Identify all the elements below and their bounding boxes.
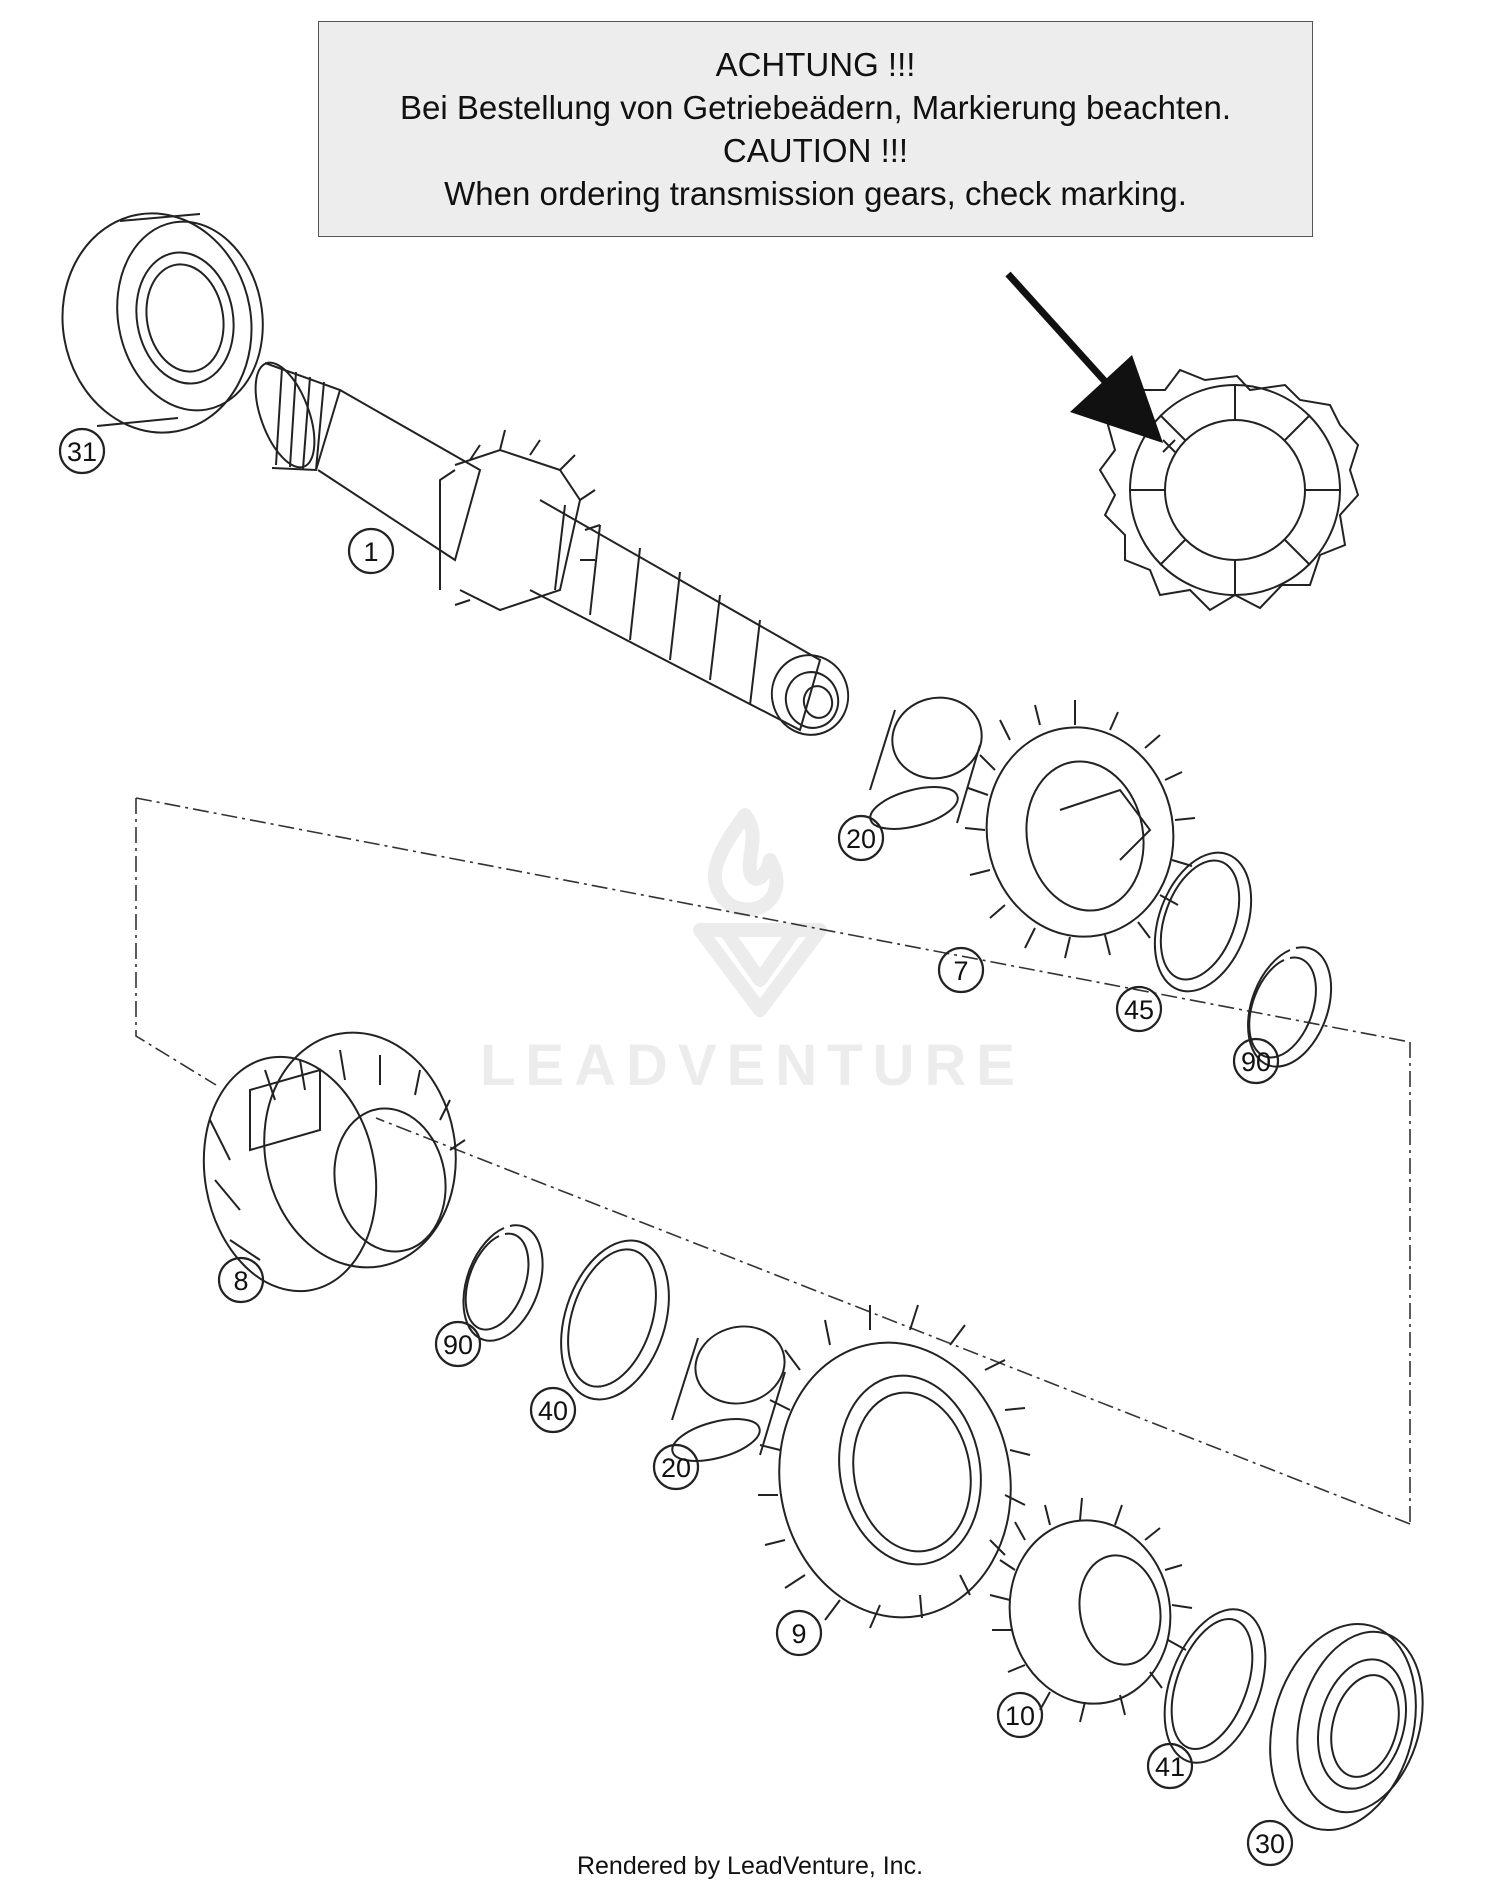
watermark-text: LEADVENTURE — [480, 1033, 1026, 1098]
callout-45: 45 — [1115, 985, 1163, 1033]
shaft-1 — [254, 361, 850, 736]
svg-text:1: 1 — [363, 537, 378, 567]
caution-line-caution: CAUTION !!! — [722, 132, 909, 169]
svg-text:41: 41 — [1155, 1752, 1185, 1782]
gear-9 — [758, 1304, 1031, 1629]
callout-9: 9 — [775, 1609, 823, 1657]
bearing-31 — [61, 212, 264, 434]
callout-20-lower: 20 — [652, 1443, 700, 1491]
assembly-outline-top — [135, 797, 1411, 1043]
watermark-logo-icon — [693, 808, 827, 1017]
gear-8 — [202, 1031, 466, 1293]
svg-text:90: 90 — [443, 1330, 473, 1360]
callout-7: 7 — [937, 946, 985, 994]
assembly-outline — [135, 798, 217, 1086]
callout-31: 31 — [58, 427, 106, 475]
callout-1: 1 — [347, 527, 395, 575]
callout-30: 30 — [1246, 1819, 1294, 1867]
washer-40 — [560, 1239, 670, 1401]
callout-41: 41 — [1146, 1742, 1194, 1790]
svg-text:9: 9 — [791, 1619, 806, 1649]
svg-text:40: 40 — [538, 1396, 568, 1426]
svg-text:30: 30 — [1255, 1829, 1285, 1859]
washer-45 — [1153, 851, 1253, 993]
svg-text:31: 31 — [67, 437, 97, 467]
svg-text:10: 10 — [1005, 1701, 1035, 1731]
marking-arrow-icon — [1005, 271, 1163, 443]
caution-line-achtung: ACHTUNG !!! — [715, 46, 916, 83]
caution-note: ACHTUNG !!! Bei Bestellung von Getriebeä… — [318, 21, 1313, 237]
washer-41 — [1163, 1608, 1267, 1764]
callout-90-upper: 90 — [1232, 1037, 1280, 1085]
bearing-30 — [1269, 1622, 1424, 1832]
bushing-20-lower — [671, 1325, 786, 1462]
callout-40: 40 — [529, 1386, 577, 1434]
svg-text:20: 20 — [661, 1453, 691, 1483]
caution-line-english: When ordering transmission gears, check … — [444, 175, 1187, 212]
callout-90-lower: 90 — [434, 1320, 482, 1368]
callout-10: 10 — [996, 1691, 1044, 1739]
circlip-90-lower — [462, 1224, 544, 1342]
svg-text:90: 90 — [1241, 1047, 1271, 1077]
gear-7 — [964, 700, 1196, 959]
svg-text:8: 8 — [233, 1266, 248, 1296]
svg-text:7: 7 — [953, 956, 968, 986]
svg-text:20: 20 — [846, 824, 876, 854]
svg-text:45: 45 — [1124, 995, 1154, 1025]
footer-credit: Rendered by LeadVenture, Inc. — [576, 1852, 924, 1880]
assembly-outline-bottom — [375, 1117, 1411, 1525]
callout-20-upper: 20 — [837, 814, 885, 862]
gear-10 — [989, 1497, 1193, 1723]
callout-8: 8 — [217, 1256, 265, 1304]
caution-line-german: Bei Bestellung von Getriebeädern, Markie… — [399, 89, 1231, 126]
bushing-20-upper — [869, 696, 983, 830]
